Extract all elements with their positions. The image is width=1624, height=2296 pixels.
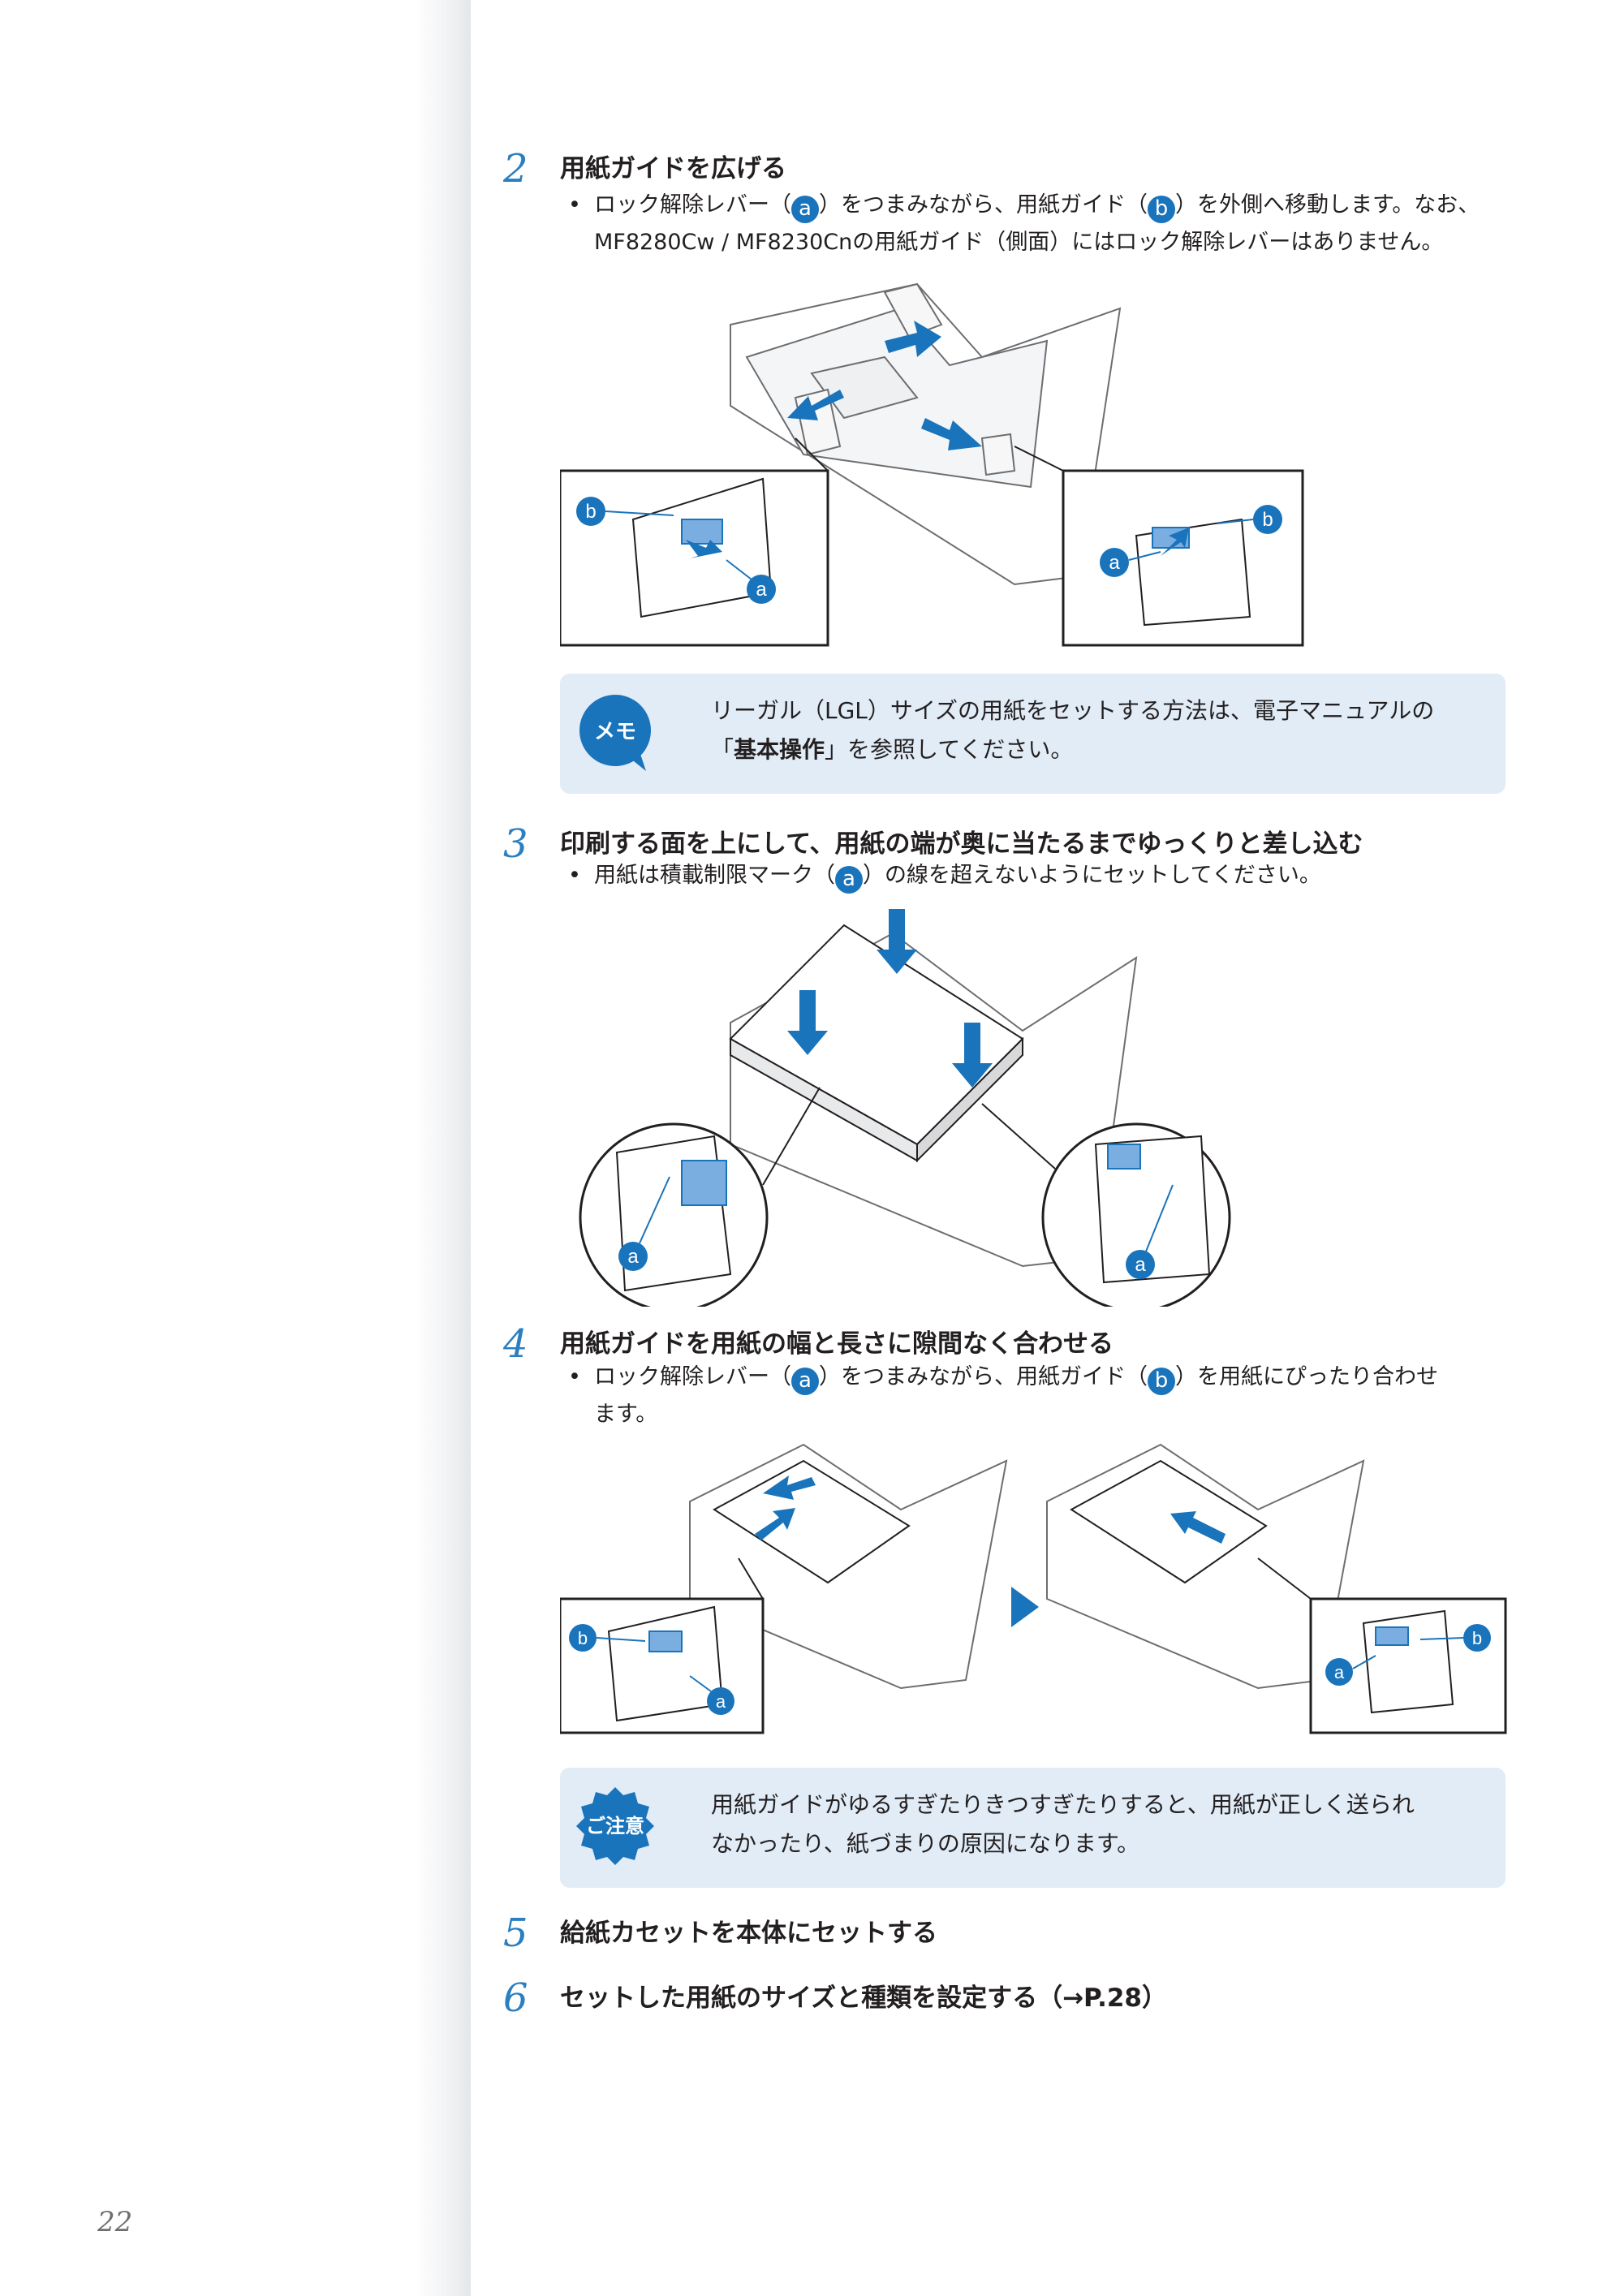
label-a: a	[1334, 1662, 1345, 1682]
step-number: 5	[503, 1910, 528, 1956]
arrow	[877, 909, 917, 974]
caution-note: ご注意 用紙ガイドがゆるすぎたりきつすぎたりすると、用紙が正しく送られなかったり…	[560, 1768, 1506, 1888]
marker-a: a	[791, 1368, 819, 1395]
label-a: a	[627, 1246, 639, 1268]
step-title: 印刷する面を上にして、用紙の端が奥に当たるまでゆっくりと差し込む	[560, 829, 1363, 859]
label-a-circle	[747, 575, 776, 604]
label-a-circle	[1126, 1250, 1155, 1279]
label-b-circle	[569, 1624, 597, 1652]
label-b: b	[578, 1628, 588, 1648]
step-title: 給紙カセットを本体にセットする	[560, 1919, 937, 1948]
label-b: b	[585, 501, 596, 523]
label-a-circle	[707, 1687, 734, 1715]
page-side-shading	[0, 0, 471, 2296]
bullet-text: 用紙は積載制限マーク（a）の線を超えないようにセットしてください。	[594, 857, 1493, 894]
label-b-circle	[1253, 505, 1282, 534]
step-number: 3	[503, 821, 528, 867]
label-b: b	[1262, 509, 1273, 531]
bullet-text: ロック解除レバー（a）をつまみながら、用紙ガイド（b）を用紙にぴったり合わせます…	[594, 1364, 1438, 1427]
marker-b: b	[1148, 1368, 1175, 1395]
bullet-text: ロック解除レバー（a）をつまみながら、用紙ガイド（b）を外側へ移動します。なお、…	[594, 192, 1480, 255]
svg-text:ご注意: ご注意	[586, 1815, 644, 1837]
caution-icon: ご注意	[576, 1787, 654, 1865]
step-number: 2	[503, 146, 528, 192]
label-a: a	[1109, 552, 1120, 574]
label-a-circle	[618, 1242, 648, 1271]
marker-a: a	[835, 866, 863, 894]
label-a-circle	[1325, 1658, 1353, 1686]
memo-text: リーガル（LGL）サイズの用紙をセットする方法は、電子マニュアルの「基本操作」を…	[711, 697, 1435, 763]
step-number: 4	[503, 1321, 528, 1367]
label-b-circle	[576, 497, 605, 526]
figure-align-guides: b a b a	[560, 1443, 1507, 1734]
bullet-dot: •	[568, 192, 581, 218]
arrow	[763, 1475, 816, 1500]
label-a: a	[716, 1691, 726, 1712]
next-arrow	[1011, 1587, 1039, 1627]
bullet-dot: •	[568, 1364, 581, 1389]
svg-text:メモ: メモ	[594, 720, 636, 744]
caution-text: 用紙ガイドがゆるすぎたりきつすぎたりすると、用紙が正しく送られなかったり、紙づま…	[711, 1791, 1415, 1857]
memo-icon: メモ	[579, 695, 651, 771]
marker-a: a	[791, 196, 819, 223]
bullet-dot: •	[568, 863, 581, 888]
arrow	[885, 321, 941, 357]
step-title: 用紙ガイドを広げる	[560, 154, 786, 183]
label-b-circle	[1463, 1624, 1491, 1652]
step-title: セットした用紙のサイズと種類を設定する（→P.28）	[560, 1984, 1167, 2013]
label-a-circle	[1100, 548, 1129, 577]
step-bullet: • ロック解除レバー（a）をつまみながら、用紙ガイド（b）を用紙にぴったり合わせ…	[568, 1359, 1493, 1433]
step-bullet: • 用紙は積載制限マーク（a）の線を超えないようにセットしてください。	[568, 857, 1493, 894]
marker-b: b	[1148, 196, 1175, 223]
step-title: 用紙ガイドを用紙の幅と長さに隙間なく合わせる	[560, 1329, 1114, 1359]
step-number: 6	[503, 1975, 528, 2021]
memo-note: メモ リーガル（LGL）サイズの用紙をセットする方法は、電子マニュアルの「基本操…	[560, 674, 1506, 794]
step-bullet: • ロック解除レバー（a）をつまみながら、用紙ガイド（b）を外側へ移動します。な…	[568, 187, 1493, 261]
figure-load-paper: a a	[579, 909, 1231, 1307]
label-b: b	[1472, 1628, 1482, 1648]
figure-open-paper-guides: b a b a	[560, 282, 1304, 647]
label-a: a	[1135, 1254, 1146, 1276]
page-number: 22	[97, 2206, 133, 2238]
label-a: a	[756, 579, 767, 601]
